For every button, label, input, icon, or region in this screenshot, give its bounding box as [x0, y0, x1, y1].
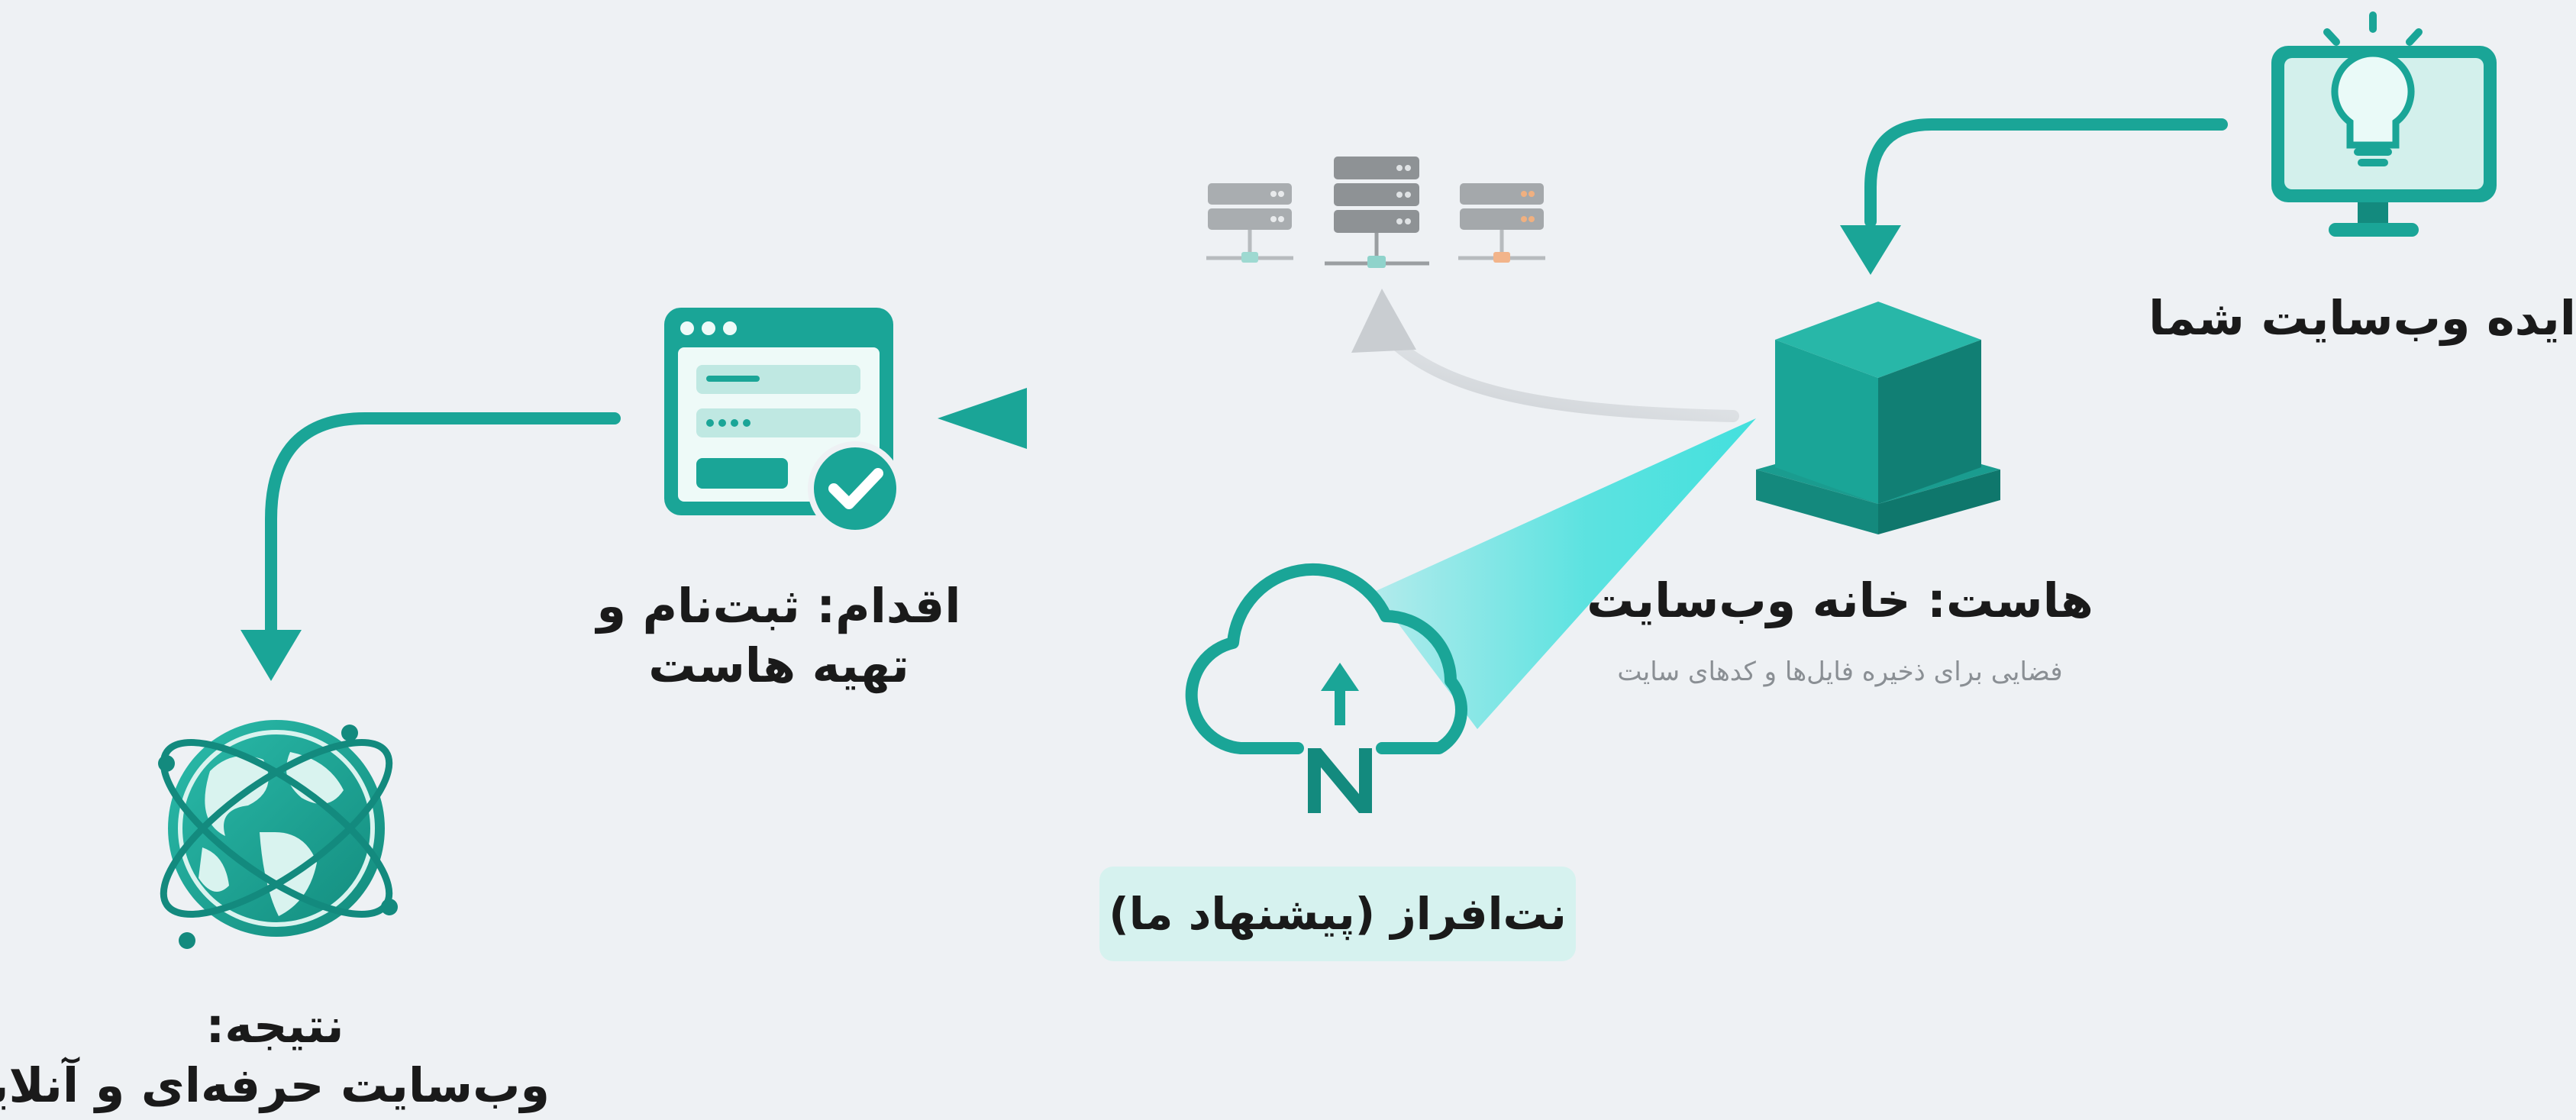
action-line2: تهیه هاست — [648, 637, 909, 693]
action-title: اقدام: ثبت‌نام و تهیه هاست — [550, 576, 1008, 695]
arrowhead-host-to-servers — [1351, 289, 1416, 353]
result-title: نتیجه: وب‌سایت حرفه‌ای و آنلاین — [0, 996, 550, 1115]
globe-orbit-icon — [158, 720, 398, 949]
server-rack-icon — [1206, 157, 1545, 268]
arrowhead-action-to-result — [240, 630, 302, 681]
action-line1: اقدام: ثبت‌نام و — [596, 578, 961, 634]
connection-beam — [1374, 418, 1756, 729]
signup-form-icon — [664, 308, 902, 536]
arrow-action-to-result — [265, 412, 621, 640]
arrow-host-to-servers — [1391, 339, 1739, 422]
host-title: هاست: خانه وب‌سایت — [1587, 573, 2093, 628]
netafraz-badge[interactable]: نت‌افراز (پیشنهاد ما) — [1099, 867, 1576, 961]
result-line2: وب‌سایت حرفه‌ای و آنلاین — [0, 1057, 550, 1113]
host-subtitle: فضایی برای ذخیره فایل‌ها و کدهای سایت — [1617, 657, 2063, 687]
arrow-idea-to-host — [1864, 118, 2228, 228]
arrowhead-host-to-action — [938, 388, 1027, 449]
result-line1: نتیجه: — [205, 998, 344, 1054]
idea-title: ایده وب‌سایت شما — [2148, 290, 2576, 346]
netafraz-label: نت‌افراز (پیشنهاد ما) — [1109, 888, 1567, 940]
cube-icon — [1756, 302, 2000, 534]
arrowhead-idea-to-host — [1840, 225, 1901, 275]
lightbulb-monitor-icon — [2271, 11, 2497, 237]
cloud-upload-n-icon — [1185, 563, 1467, 813]
